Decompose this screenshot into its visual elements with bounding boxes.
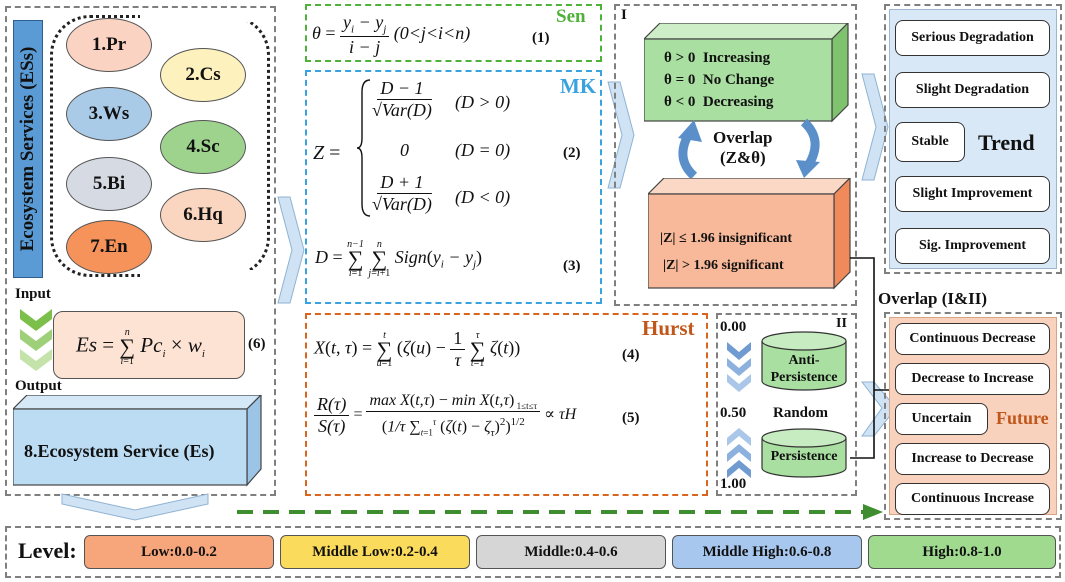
es-box-label: 8.Ecosystem Service (Es) <box>24 441 215 461</box>
panel-i-label: I <box>621 7 627 23</box>
future-continuous-decrease: Continuous Decrease <box>895 323 1050 355</box>
hurst-scale-mid: 0.50 <box>720 405 747 421</box>
random-label: Random <box>773 405 829 421</box>
hurst-scale-top: 0.00 <box>720 319 747 335</box>
theta-3d-box <box>644 23 849 123</box>
panel-ii <box>716 313 857 496</box>
trend-sig-improvement: Sig. Improvement <box>895 228 1050 264</box>
mk-z-label: Z = <box>313 142 341 164</box>
output-label: Output <box>15 378 62 394</box>
panel-i <box>614 4 857 306</box>
mk-d-equation: D = n−1∑i=1 n∑j=i+1 Sign(yi − yj) <box>315 239 483 279</box>
mk-title: MK <box>560 74 597 98</box>
es-equation-box <box>53 311 245 379</box>
level-low: Low:0.0-0.2 <box>84 535 274 569</box>
z-3d-box <box>648 178 851 290</box>
theta-line-3: θ < 0 Decreasing <box>664 94 774 110</box>
theta-line-1: θ > 0 Increasing <box>664 50 771 66</box>
eq6-number: (6) <box>248 336 266 352</box>
arrow-models-to-panel-i <box>607 81 635 189</box>
eq2-number: (2) <box>563 145 581 161</box>
mk-box <box>305 70 602 304</box>
persistence-cylinder <box>761 428 847 478</box>
arrow-ess-to-models <box>277 196 305 304</box>
level-bar <box>5 526 1061 578</box>
eq4-number: (4) <box>622 347 640 363</box>
hurst-title: Hurst <box>642 316 695 340</box>
future-panel <box>884 312 1062 520</box>
trend-title: Trend <box>978 130 1035 155</box>
mk-brace <box>356 79 371 217</box>
sen-condition: (0<j<i<n) <box>393 22 471 43</box>
ess-panel <box>5 6 276 496</box>
es-equation: Es = n∑i=1 Pci × wi <box>76 327 205 367</box>
ess-vertical-title-bar: Ecosystem Services (ESs) <box>13 20 43 278</box>
future-increase-to-decrease: Increase to Decrease <box>895 443 1050 475</box>
hurst-eq5: R(τ)S(τ) = max X(t,τ) − min X(t,τ) 1≤t≤τ… <box>314 392 576 439</box>
service-bi: 5.Bi <box>66 157 152 211</box>
mk-case-1: D − 1√Var(D) <box>372 78 432 120</box>
service-en: 7.En <box>66 220 152 274</box>
eq3-number: (3) <box>563 258 581 274</box>
z-line-1: |Z| ≤ 1.96 insignificant <box>660 231 793 246</box>
anti-persistence-cylinder <box>761 331 847 391</box>
overlap-z-theta-1: Overlap <box>713 128 773 147</box>
level-middle-low: Middle Low:0.2-0.4 <box>280 535 470 569</box>
down-chevron-ess <box>61 493 209 521</box>
services-bracket-mask-2 <box>140 270 260 282</box>
service-cs: 2.Cs <box>160 48 246 102</box>
trend-panel <box>884 4 1062 274</box>
mk-cond-2: (D = 0) <box>455 140 511 160</box>
hurst-scale-down-chevrons <box>727 342 751 392</box>
z-line-2: |Z| > 1.96 significant <box>663 258 784 273</box>
service-sc: 4.Sc <box>160 120 246 174</box>
future-title: Future <box>996 408 1049 428</box>
service-pr: 1.Pr <box>66 18 152 72</box>
anti-persistence-label: Anti-Persistence <box>760 352 848 386</box>
es-3d-box <box>13 395 262 487</box>
arrow-panel-i-to-trend <box>861 73 889 181</box>
level-title: Level: <box>18 538 77 563</box>
mk-case-2: 0 <box>400 140 409 160</box>
level-middle: Middle:0.4-0.6 <box>476 535 666 569</box>
sen-box <box>305 4 602 62</box>
panel-ii-label: II <box>836 316 847 331</box>
eq5-number: (5) <box>622 410 640 426</box>
green-dashed-arrow <box>237 504 883 520</box>
trend-stable: Stable <box>895 122 965 162</box>
sen-title: Sen <box>556 6 586 27</box>
input-label: Input <box>15 286 51 302</box>
service-hq: 6.Hq <box>160 188 246 242</box>
overlap-cycle-arrows <box>678 118 820 180</box>
ess-vertical-title: Ecosystem Services (ESs) <box>17 46 38 252</box>
eq1-number: (1) <box>532 30 550 46</box>
level-high: High:0.8-1.0 <box>868 535 1056 569</box>
hurst-scale-up-chevrons <box>727 428 751 478</box>
input-output-chevrons <box>20 309 52 371</box>
future-uncertain: Uncertain <box>895 403 988 435</box>
trend-slight-degradation: Slight Degradation <box>895 72 1050 108</box>
trend-slight-improvement: Slight Improvement <box>895 176 1050 212</box>
level-middle-high: Middle High:0.6-0.8 <box>672 535 862 569</box>
anti-persistence-text: Anti-Persistence <box>770 353 838 385</box>
services-bracket-mask <box>140 10 260 22</box>
hurst-scale-bottom: 1.00 <box>720 476 747 492</box>
theta-line-2: θ = 0 No Change <box>664 72 775 88</box>
service-ws: 3.Ws <box>66 87 152 141</box>
mk-case-3: D + 1√Var(D) <box>372 172 432 214</box>
hurst-box <box>305 313 708 496</box>
mk-cond-1: (D > 0) <box>455 92 511 112</box>
future-decrease-to-increase: Decrease to Increase <box>895 363 1050 395</box>
persistence-label: Persistence <box>770 449 838 464</box>
mk-cond-3: (D < 0) <box>455 187 511 207</box>
overlap-i-ii-label: Overlap (I&II) <box>878 289 988 308</box>
future-continuous-increase: Continuous Increase <box>895 483 1050 515</box>
overlap-z-theta-2: (Z&θ) <box>720 148 766 167</box>
trend-serious-degradation: Serious Degradation <box>895 20 1050 56</box>
